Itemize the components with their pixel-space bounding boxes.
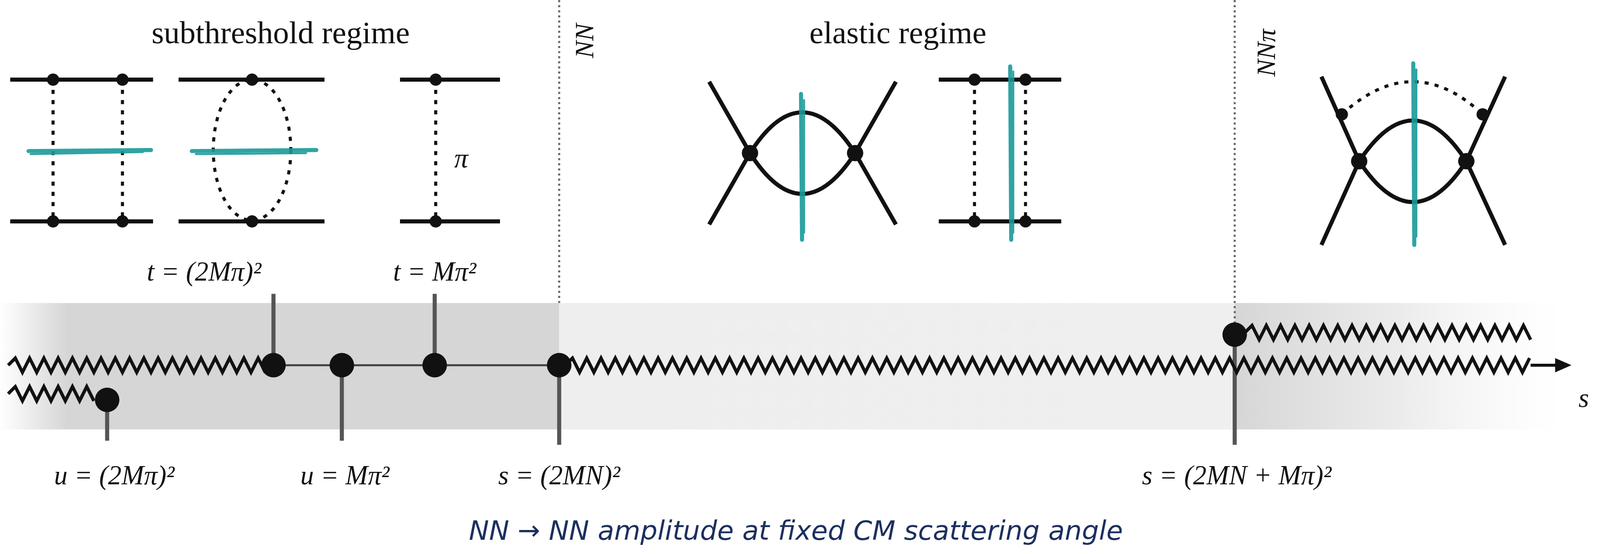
regime-title: subthreshold regime [151, 16, 410, 49]
feynman-diagrams [10, 76, 1505, 245]
particle-label: π [454, 144, 469, 173]
threshold-label: s = (2MN)² [498, 462, 621, 489]
threshold-line [1233, 0, 1236, 325]
threshold-line [558, 0, 561, 307]
axis-line [1530, 363, 1560, 367]
threshold-label: s = (2MN + Mπ)² [1141, 462, 1332, 489]
branch-cut [8, 358, 266, 373]
threshold-dots [94, 322, 1247, 413]
axis-label: s [1578, 384, 1589, 412]
branch-cuts [8, 325, 1531, 401]
axis-arrow [1555, 358, 1572, 373]
branch-cut [1244, 325, 1531, 340]
axis-line [273, 364, 560, 367]
threshold-name: NNπ [1253, 29, 1280, 77]
threshold-label: u = Mπ² [300, 462, 390, 489]
regime-title: elastic regime [809, 16, 987, 49]
branch-cut [8, 387, 94, 402]
cut-marks [28, 63, 1417, 246]
threshold-label: u = (2Mπ)² [53, 462, 175, 489]
caption: NN → NN amplitude at fixed CM scattering… [468, 517, 1124, 545]
threshold-name: NN [571, 23, 598, 59]
band [0, 303, 560, 430]
vertices [47, 73, 1489, 228]
threshold-label: t = Mπ² [393, 258, 477, 286]
threshold-label: t = (2Mπ)² [146, 258, 262, 286]
branch-cut [565, 358, 1530, 373]
